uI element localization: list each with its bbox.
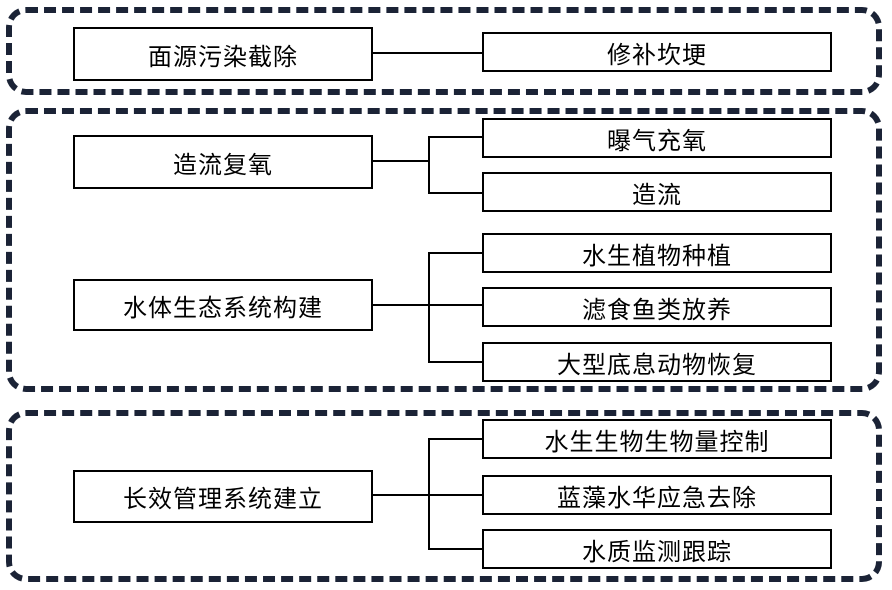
node-long-term-management: 长效管理系统建立 bbox=[73, 470, 373, 523]
connector-s2b-bracket bbox=[428, 252, 430, 363]
connector-s3-branch1 bbox=[428, 438, 482, 440]
node-flow-creation: 造流 bbox=[482, 172, 832, 212]
node-aeration-oxygenation: 曝气充氧 bbox=[482, 118, 832, 158]
node-water-quality-monitoring: 水质监测跟踪 bbox=[482, 529, 832, 569]
node-filter-fish-stocking: 滤食鱼类放养 bbox=[482, 287, 832, 327]
node-biomass-control: 水生生物生物量控制 bbox=[482, 419, 832, 459]
node-repair-embankments: 修补坎埂 bbox=[482, 32, 832, 72]
connector-s2a-bracket bbox=[428, 136, 430, 194]
node-aquatic-plant-planting: 水生植物种植 bbox=[482, 233, 832, 273]
connector-s3-branch3 bbox=[428, 548, 482, 550]
connector-s3-bracket bbox=[428, 438, 430, 550]
node-flow-reoxygenation: 造流复氧 bbox=[73, 135, 373, 189]
connector-s2b-branch1 bbox=[428, 252, 482, 254]
node-surface-pollution-interception: 面源污染截除 bbox=[73, 27, 373, 81]
connector-s2a-branch2 bbox=[428, 192, 482, 194]
connector-s2a-branch1 bbox=[428, 136, 482, 138]
connector-s2b-stem bbox=[373, 304, 482, 306]
section-long-term-management bbox=[6, 410, 882, 582]
node-algae-bloom-removal: 蓝藻水华应急去除 bbox=[482, 475, 832, 515]
connector-s1 bbox=[373, 52, 482, 54]
section-pollution-interception bbox=[6, 7, 882, 95]
section-water-restoration bbox=[6, 108, 882, 392]
connector-s2a-stem bbox=[373, 160, 429, 162]
connector-s2b-branch3 bbox=[428, 361, 482, 363]
connector-s3-stem bbox=[373, 494, 482, 496]
node-ecosystem-construction: 水体生态系统构建 bbox=[73, 279, 373, 331]
node-benthic-animal-recovery: 大型底息动物恢复 bbox=[482, 342, 832, 382]
